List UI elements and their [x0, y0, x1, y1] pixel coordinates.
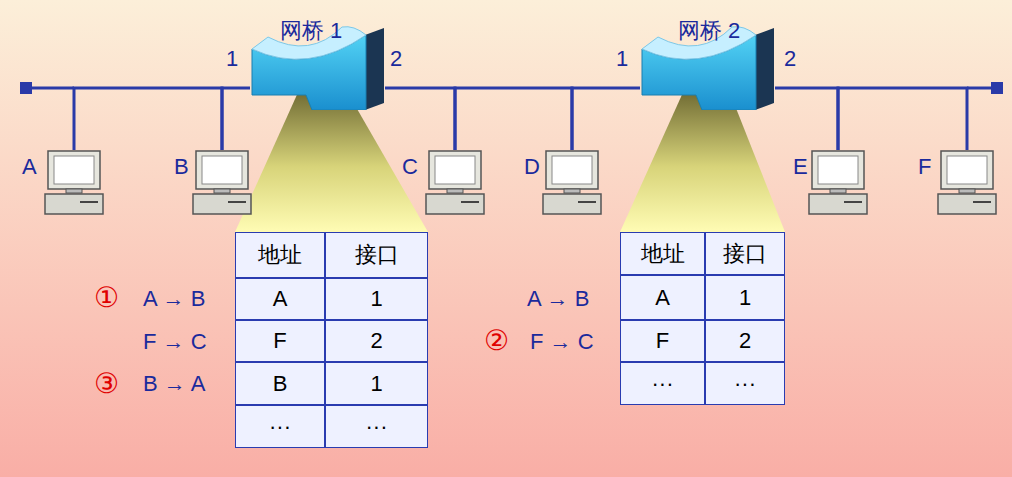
table-cell: ···: [705, 362, 785, 405]
port-number: 1: [616, 48, 628, 70]
bus-segment: [74, 88, 222, 150]
drive-slot: [228, 201, 246, 203]
table-cell: 2: [325, 320, 428, 362]
bus-segment: [572, 88, 640, 150]
port-number: 1: [226, 48, 238, 70]
bus-segment: [222, 88, 250, 150]
frame-annotation: A → B: [143, 288, 205, 310]
screen: [54, 156, 94, 184]
computer-icon: [44, 150, 104, 216]
monitor-stand: [447, 189, 463, 193]
drive-slot: [461, 201, 479, 203]
computer-icon: [192, 150, 252, 216]
table-cell: 1: [705, 275, 785, 320]
bus-segment: [385, 88, 455, 150]
monitor: [812, 151, 864, 189]
table-cell: ···: [620, 362, 705, 405]
screen: [202, 156, 242, 184]
bus-terminator: [991, 82, 1003, 94]
table-cell: 2: [705, 320, 785, 362]
screen: [552, 156, 592, 184]
monitor-stand: [214, 189, 230, 193]
screen: [818, 156, 858, 184]
table-cell: F: [620, 320, 705, 362]
frame-annotation: B → A: [143, 373, 205, 395]
table-cell: A: [235, 278, 325, 320]
node-label: D: [524, 156, 540, 178]
frame-annotation: F → C: [530, 331, 594, 353]
computer-case: [938, 194, 996, 214]
computer-icon: [425, 150, 485, 216]
computer-case: [809, 194, 867, 214]
bridge-side: [755, 28, 774, 110]
computer: E: [808, 150, 868, 216]
computer: B: [192, 150, 252, 216]
table-cell: 地址: [235, 232, 325, 278]
screen: [435, 156, 475, 184]
table-cell: ···: [235, 405, 325, 448]
step-number: ①: [94, 284, 119, 312]
node-label: 网桥 1: [280, 20, 342, 42]
computer-case: [193, 194, 251, 214]
table-cell: 接口: [325, 232, 428, 278]
table-cell: 地址: [620, 232, 705, 275]
computer-icon: [808, 150, 868, 216]
table-cell: A: [620, 275, 705, 320]
monitor-stand: [66, 189, 82, 193]
step-number: ③: [94, 370, 119, 398]
computer-case: [543, 194, 601, 214]
bus-segment: [775, 88, 838, 150]
monitor: [196, 151, 248, 189]
bridge: 网桥 1: [250, 25, 385, 110]
node-label: F: [918, 156, 931, 178]
drive-slot: [844, 201, 862, 203]
bus-segment: [838, 88, 967, 150]
computer-icon: [542, 150, 602, 216]
bus-terminator: [20, 82, 32, 94]
node-label: E: [793, 156, 808, 178]
computer: A: [44, 150, 104, 216]
monitor: [429, 151, 481, 189]
monitor: [48, 151, 100, 189]
frame-annotation: A → B: [527, 288, 589, 310]
table-cell: 1: [325, 362, 428, 405]
computer-icon: [937, 150, 997, 216]
table-cell: 接口: [705, 232, 785, 275]
table-cell: F: [235, 320, 325, 362]
computer: F: [937, 150, 997, 216]
drive-slot: [80, 201, 98, 203]
bridge: 网桥 2: [640, 25, 775, 110]
node-label: C: [402, 156, 418, 178]
computer: D: [542, 150, 602, 216]
monitor: [546, 151, 598, 189]
drive-slot: [973, 201, 991, 203]
computer: C: [425, 150, 485, 216]
table-cell: ···: [325, 405, 428, 448]
port-number: 2: [390, 48, 402, 70]
monitor: [941, 151, 993, 189]
node-label: A: [22, 156, 37, 178]
monitor-stand: [830, 189, 846, 193]
screen: [947, 156, 987, 184]
computer-case: [426, 194, 484, 214]
computer-case: [45, 194, 103, 214]
node-label: 网桥 2: [678, 20, 740, 42]
step-number: ②: [484, 327, 509, 355]
table-cell: 1: [325, 278, 428, 320]
table-cell: B: [235, 362, 325, 405]
node-label: B: [174, 156, 189, 178]
drive-slot: [578, 201, 596, 203]
bus-line: [26, 87, 74, 90]
bridge-side: [365, 28, 384, 110]
port-number: 2: [784, 48, 796, 70]
bus-segment: [455, 88, 572, 150]
frame-annotation: F → C: [143, 331, 207, 353]
monitor-stand: [564, 189, 580, 193]
monitor-stand: [959, 189, 975, 193]
